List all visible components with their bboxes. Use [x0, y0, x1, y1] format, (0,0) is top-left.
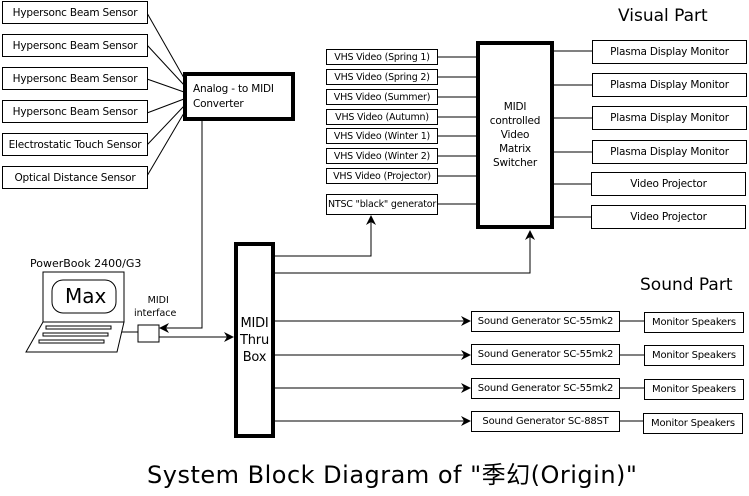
- sensor-label: Hypersonc Beam Sensor: [12, 72, 138, 85]
- sensor-label: Hypersonc Beam Sensor: [12, 6, 138, 19]
- analog-to-midi-converter: Analog - to MIDI Converter: [183, 72, 295, 121]
- video-output-box: Plasma Display Monitor: [592, 140, 747, 164]
- video-output-box: Plasma Display Monitor: [592, 73, 747, 97]
- sensor-box: Hypersonc Beam Sensor: [2, 100, 148, 123]
- video-output-box: Plasma Display Monitor: [592, 106, 747, 130]
- video-output-label: Plasma Display Monitor: [610, 46, 729, 58]
- video-source-box: VHS Video (Spring 2): [326, 69, 438, 85]
- sound-generator-box: Sound Generator SC-55mk2: [471, 378, 620, 399]
- midi-interface-line1: MIDI: [147, 295, 169, 306]
- video-source-box: VHS Video (Winter 1): [326, 128, 438, 144]
- video-source-box: VHS Video (Autumn): [326, 109, 438, 125]
- video-source-label: VHS Video (Winter 2): [333, 150, 431, 162]
- video-source-label: VHS Video (Spring 2): [334, 71, 430, 83]
- wire-sensor-2: [146, 44, 185, 86]
- speaker-label: Monitor Speakers: [651, 418, 735, 429]
- speaker-box: Monitor Speakers: [644, 345, 744, 366]
- diagram-title: System Block Diagram of "季幻(Origin)": [147, 461, 638, 489]
- sensor-box: Hypersonc Beam Sensor: [2, 34, 148, 57]
- video-source-box: VHS Video (Spring 1): [326, 49, 438, 65]
- sensor-box: Hypersonc Beam Sensor: [2, 67, 148, 90]
- video-source-label: VHS Video (Summer): [333, 91, 431, 103]
- thru-line1: MIDI: [240, 315, 269, 331]
- matrix-line5: Switcher: [493, 157, 537, 169]
- matrix-line4: Matrix: [499, 143, 531, 155]
- midi-interface-line2: interface: [134, 308, 177, 319]
- sensor-label: Optical Distance Sensor: [14, 171, 136, 184]
- max-screen-text: Max: [65, 284, 107, 308]
- wire-thru-to-matrix: [275, 230, 535, 274]
- computer-label: PowerBook 2400/G3: [30, 257, 142, 270]
- sensor-label: Hypersonc Beam Sensor: [12, 105, 138, 118]
- video-source-box: VHS Video (Projector): [326, 168, 438, 184]
- visual-part-heading: Visual Part: [618, 6, 708, 26]
- sensor-label: Electrostatic Touch Sensor: [8, 138, 142, 151]
- sound-generator-box: Sound Generator SC-88ST: [471, 411, 620, 432]
- midi-interface-box: [137, 324, 160, 343]
- sound-part-heading: Sound Part: [640, 275, 733, 295]
- sensor-box: Optical Distance Sensor: [2, 166, 148, 189]
- sensor-label: Hypersonc Beam Sensor: [12, 39, 138, 52]
- video-source-label: VHS Video (Spring 1): [334, 51, 430, 63]
- matrix-line1: MIDI: [503, 101, 527, 113]
- matrix-line2: controlled: [489, 115, 541, 127]
- sound-generator-label: Sound Generator SC-88ST: [482, 416, 609, 427]
- wire-sensor-5: [146, 105, 185, 146]
- sound-generator-box: Sound Generator SC-55mk2: [471, 344, 620, 365]
- ntsc-generator-label: NTSC "black" generator: [327, 199, 437, 210]
- video-source-label: VHS Video (Autumn): [335, 111, 429, 123]
- wire-sensor-6: [146, 112, 185, 177]
- video-output-box: Video Projector: [591, 205, 746, 229]
- speaker-box: Monitor Speakers: [644, 312, 744, 333]
- sound-generator-label: Sound Generator SC-55mk2: [477, 383, 614, 394]
- wire-sensor-1: [146, 12, 185, 79]
- wire-sensor-4: [146, 98, 185, 114]
- video-source-label: VHS Video (Winter 1): [333, 130, 431, 142]
- speaker-label: Monitor Speakers: [652, 384, 736, 395]
- video-output-label: Plasma Display Monitor: [610, 146, 729, 158]
- video-matrix-switcher: MIDI controlled Video Matrix Switcher: [476, 41, 554, 229]
- converter-line1: Analog - to MIDI: [193, 82, 274, 95]
- speaker-label: Monitor Speakers: [652, 317, 736, 328]
- video-source-box: VHS Video (Summer): [326, 89, 438, 105]
- video-output-label: Video Projector: [630, 178, 707, 190]
- midi-interface-label: MIDI interface: [134, 294, 176, 320]
- speaker-box: Monitor Speakers: [644, 379, 744, 400]
- video-output-label: Plasma Display Monitor: [610, 79, 729, 91]
- sound-generator-label: Sound Generator SC-55mk2: [477, 316, 614, 327]
- thru-line3: Box: [242, 349, 267, 365]
- sensor-box: Electrostatic Touch Sensor: [2, 133, 148, 156]
- video-source-label: VHS Video (Projector): [333, 170, 431, 182]
- speaker-box: Monitor Speakers: [643, 413, 743, 434]
- speaker-label: Monitor Speakers: [652, 350, 736, 361]
- video-source-box: VHS Video (Winter 2): [326, 148, 438, 164]
- converter-line2: Converter: [193, 97, 244, 110]
- laptop-icon: [25, 271, 125, 353]
- video-output-box: Video Projector: [591, 172, 746, 196]
- wire-sensor-3: [146, 78, 185, 93]
- sound-generator-label: Sound Generator SC-55mk2: [477, 349, 614, 360]
- sensor-box: Hypersonc Beam Sensor: [2, 1, 148, 24]
- sound-generator-box: Sound Generator SC-55mk2: [471, 311, 620, 332]
- midi-thru-box: MIDI Thru Box: [234, 242, 275, 438]
- thru-line2: Thru: [240, 332, 269, 348]
- video-output-label: Plasma Display Monitor: [610, 112, 729, 124]
- video-output-label: Video Projector: [630, 211, 707, 223]
- video-output-box: Plasma Display Monitor: [592, 40, 747, 64]
- ntsc-generator-box: NTSC "black" generator: [326, 194, 438, 215]
- matrix-line3: Video: [500, 129, 530, 141]
- wire-thru-to-ntsc: [275, 215, 376, 257]
- wire-converter-to-interface: [159, 120, 203, 333]
